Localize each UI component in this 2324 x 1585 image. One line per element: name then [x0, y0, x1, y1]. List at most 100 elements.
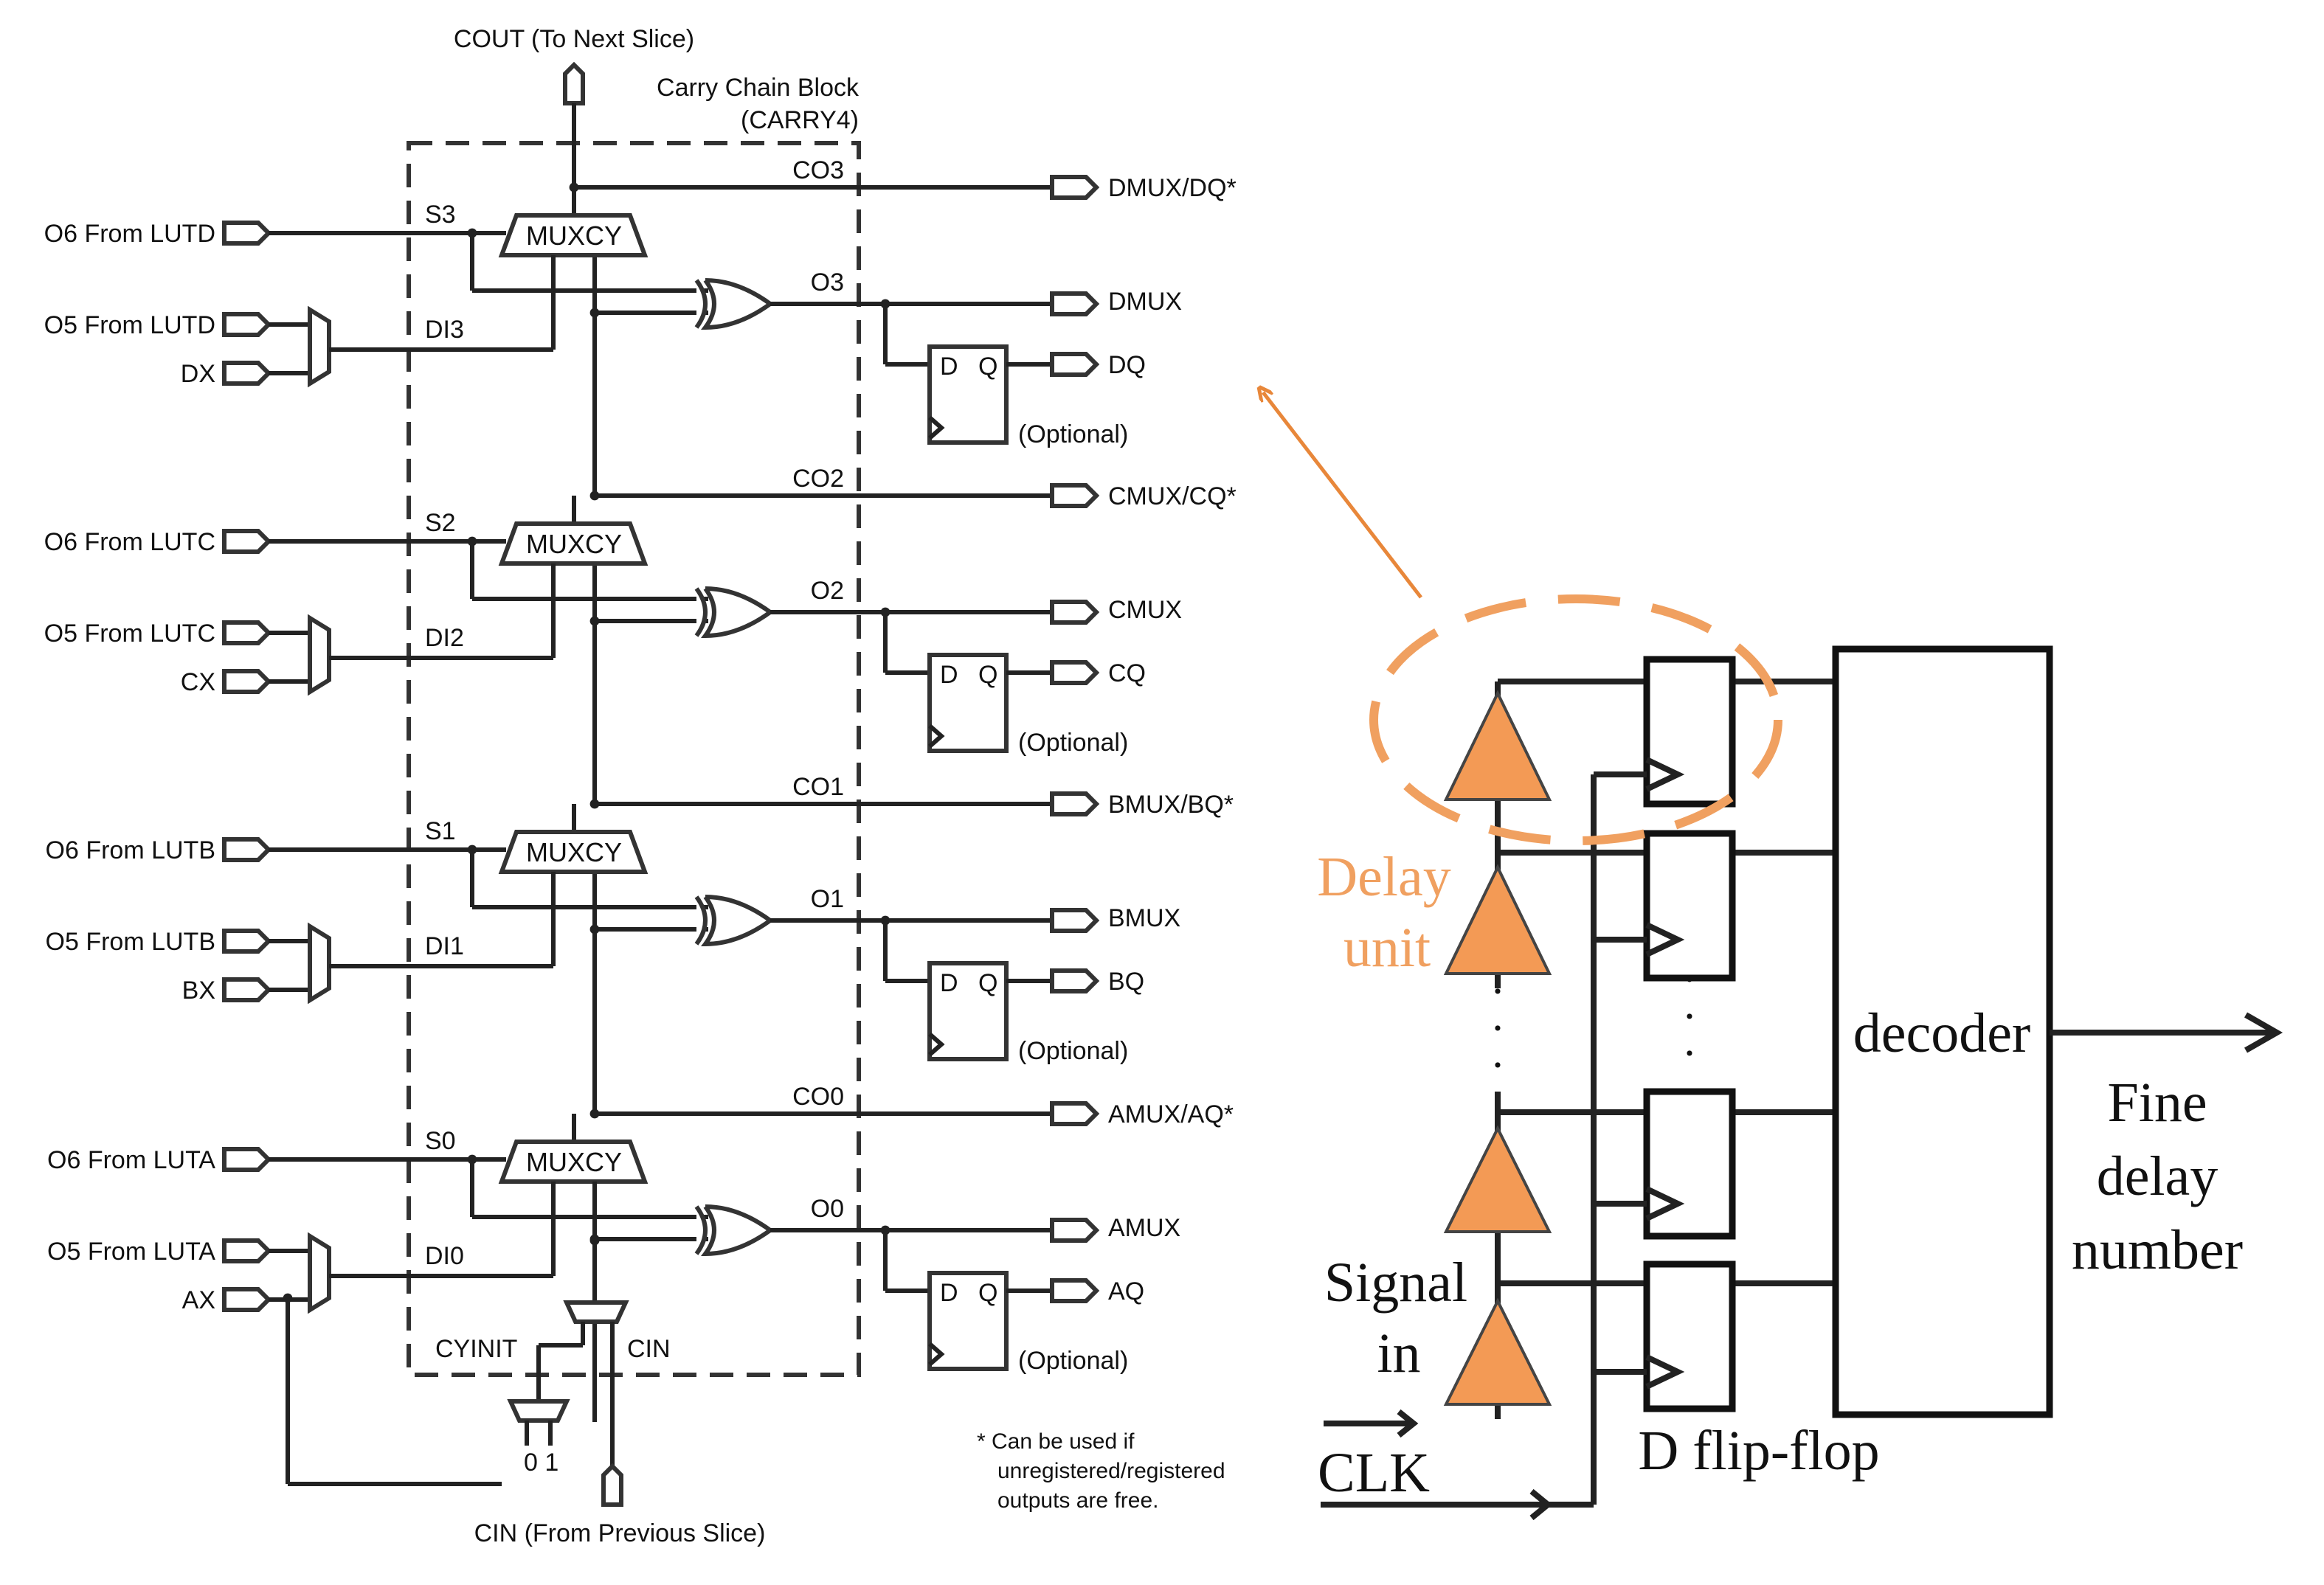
o-signal-label: O0: [811, 1195, 844, 1223]
decoder-label: decoder: [1853, 1002, 2031, 1064]
muxcy-mux: [498, 1140, 649, 1184]
input-port-o6: [222, 837, 272, 862]
output-port-q: [1050, 352, 1100, 377]
svg-text:·: ·: [1490, 967, 1505, 1016]
xor-gate: [694, 895, 775, 947]
output-port-q: [1050, 660, 1100, 685]
di-signal-label: DI0: [425, 1242, 464, 1270]
carry4-block-outline: [407, 141, 861, 1377]
co-signal-label: CO0: [792, 1083, 844, 1111]
cyinit-select-mux: [507, 1399, 570, 1423]
input-port-o6: [222, 221, 272, 246]
signal-in-label-1: Signal: [1324, 1252, 1467, 1314]
output-port-co: [1050, 175, 1100, 200]
input-label-x: BX: [182, 977, 215, 1005]
input-label-o5: O5 From LUTA: [47, 1238, 215, 1266]
cin-port: [601, 1463, 623, 1507]
output-label-mux: BMUX: [1108, 904, 1180, 932]
input-port-o5: [222, 1238, 272, 1263]
input-label-x: AX: [182, 1286, 215, 1314]
optional-label: (Optional): [1018, 1347, 1128, 1375]
input-port-o5: [222, 929, 272, 954]
dff-4: [1643, 656, 1736, 808]
delay-buffer-4: [1443, 690, 1552, 801]
output-label-co: CMUX/CQ*: [1108, 482, 1237, 510]
muxcy-label: MUXCY: [526, 837, 622, 867]
muxcy-label: MUXCY: [526, 1147, 622, 1177]
muxcy-label: MUXCY: [526, 529, 622, 559]
output-label-q: BQ: [1108, 968, 1144, 996]
delay-buffer-2: [1443, 1125, 1552, 1233]
input-port-o6: [222, 1147, 272, 1172]
output-label-mux: AMUX: [1108, 1214, 1180, 1242]
zoom-arrow: [1263, 392, 1422, 599]
dff-2: [1643, 1088, 1736, 1240]
output-port-q: [1050, 968, 1100, 993]
di-signal-label: DI3: [425, 316, 464, 344]
cin-inner-label: CIN: [627, 1335, 671, 1363]
output-port-mux: [1050, 908, 1100, 933]
output-label-co: AMUX/AQ*: [1108, 1100, 1234, 1128]
dff-3: [1643, 830, 1736, 982]
optional-label: (Optional): [1018, 729, 1128, 757]
output-port-mux: [1050, 291, 1100, 316]
di-signal-label: DI2: [425, 624, 464, 652]
output-port-mux: [1050, 1218, 1100, 1243]
dff-d-label: D: [940, 1279, 958, 1307]
cout-label: COUT (To Next Slice): [454, 25, 694, 53]
dff-q-label: Q: [978, 969, 997, 997]
di-mux: [308, 614, 331, 696]
output-port-co: [1050, 791, 1100, 816]
dff-label: D flip-flop: [1638, 1420, 1879, 1482]
clk-label: CLK: [1318, 1442, 1430, 1504]
cyinit-mux: [563, 1300, 629, 1324]
decoder-block: [1832, 645, 2053, 1418]
delay-unit-label-2: unit: [1343, 917, 1431, 979]
input-port-x: [222, 361, 272, 386]
svg-text:·: ·: [1490, 1041, 1505, 1089]
fine-delay-label-2: delay: [2097, 1145, 2218, 1207]
footnote-line-3: outputs are free.: [997, 1488, 1158, 1513]
muxcy-mux: [498, 521, 649, 566]
s-signal-label: S2: [425, 509, 456, 537]
carry-block-title: Carry Chain Block: [657, 74, 860, 102]
svg-text:·: ·: [1490, 1004, 1505, 1052]
cin-label: CIN (From Previous Slice): [474, 1519, 766, 1547]
input-port-o6: [222, 529, 272, 554]
svg-text:·: ·: [1682, 1029, 1697, 1078]
input-port-x: [222, 669, 272, 694]
carry-chain-diagram: COUT (To Next Slice) Carry Chain Block (…: [44, 25, 1237, 1547]
o-signal-label: O3: [811, 268, 844, 296]
output-port-mux: [1050, 600, 1100, 625]
xor-gate: [694, 1204, 775, 1257]
input-port-x: [222, 1287, 272, 1312]
input-port-x: [222, 977, 272, 1002]
carry-block-subtitle: (CARRY4): [741, 106, 859, 134]
mux-01-label: 0 1: [524, 1449, 558, 1477]
input-label-o6: O6 From LUTD: [44, 220, 215, 248]
output-label-q: DQ: [1108, 351, 1146, 379]
di-mux: [308, 922, 331, 1005]
optional-label: (Optional): [1018, 420, 1128, 448]
dff-d-label: D: [940, 661, 958, 689]
output-label-q: AQ: [1108, 1277, 1144, 1305]
signal-in-label-2: in: [1377, 1322, 1420, 1384]
delay-unit-label-1: Delay: [1317, 846, 1450, 908]
dff-1: [1643, 1260, 1736, 1412]
o-signal-label: O1: [811, 885, 844, 913]
s-signal-label: S0: [425, 1127, 456, 1155]
dff-q-label: Q: [978, 353, 997, 381]
output-port-q: [1050, 1278, 1100, 1303]
output-label-co: DMUX/DQ*: [1108, 174, 1237, 202]
input-port-o5: [222, 312, 272, 337]
di-mux: [308, 1232, 331, 1314]
output-label-q: CQ: [1108, 659, 1146, 687]
delay-buffer-3: [1443, 864, 1552, 975]
input-label-x: DX: [181, 360, 215, 388]
output-label-co: BMUX/BQ*: [1108, 791, 1234, 819]
muxcy-mux: [498, 830, 649, 874]
dff-q-label: Q: [978, 661, 997, 689]
xor-gate: [694, 586, 775, 639]
